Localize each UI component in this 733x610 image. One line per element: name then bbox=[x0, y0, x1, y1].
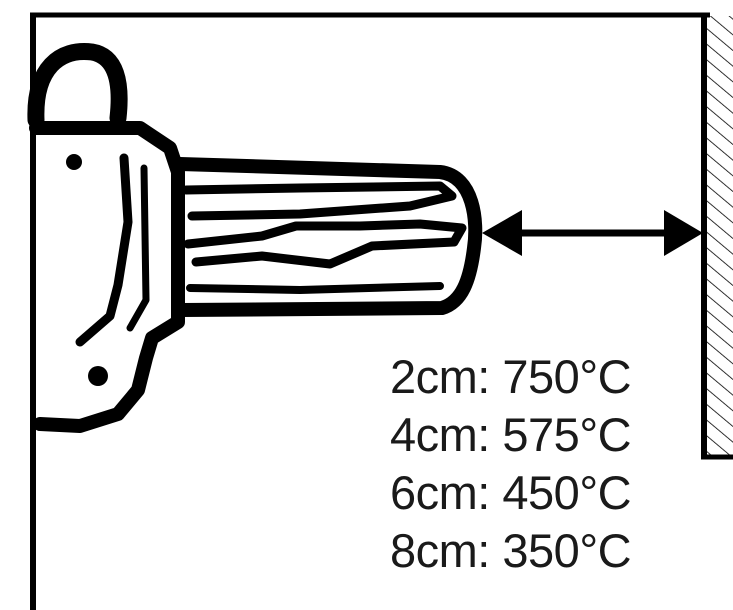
temperature-label-8cm: 8cm: 350°C bbox=[390, 524, 632, 577]
distance-arrow-icon bbox=[482, 210, 703, 256]
temperature-label-6cm: 6cm: 450°C bbox=[390, 466, 632, 519]
temperature-label-2cm: 2cm: 750°C bbox=[390, 350, 632, 403]
target-surface bbox=[701, 16, 733, 460]
heat-gun-icon bbox=[27, 43, 483, 433]
temperature-label-4cm: 4cm: 575°C bbox=[390, 408, 632, 461]
temperature-labels: 2cm: 750°C 4cm: 575°C 6cm: 450°C 8cm: 35… bbox=[390, 348, 632, 580]
